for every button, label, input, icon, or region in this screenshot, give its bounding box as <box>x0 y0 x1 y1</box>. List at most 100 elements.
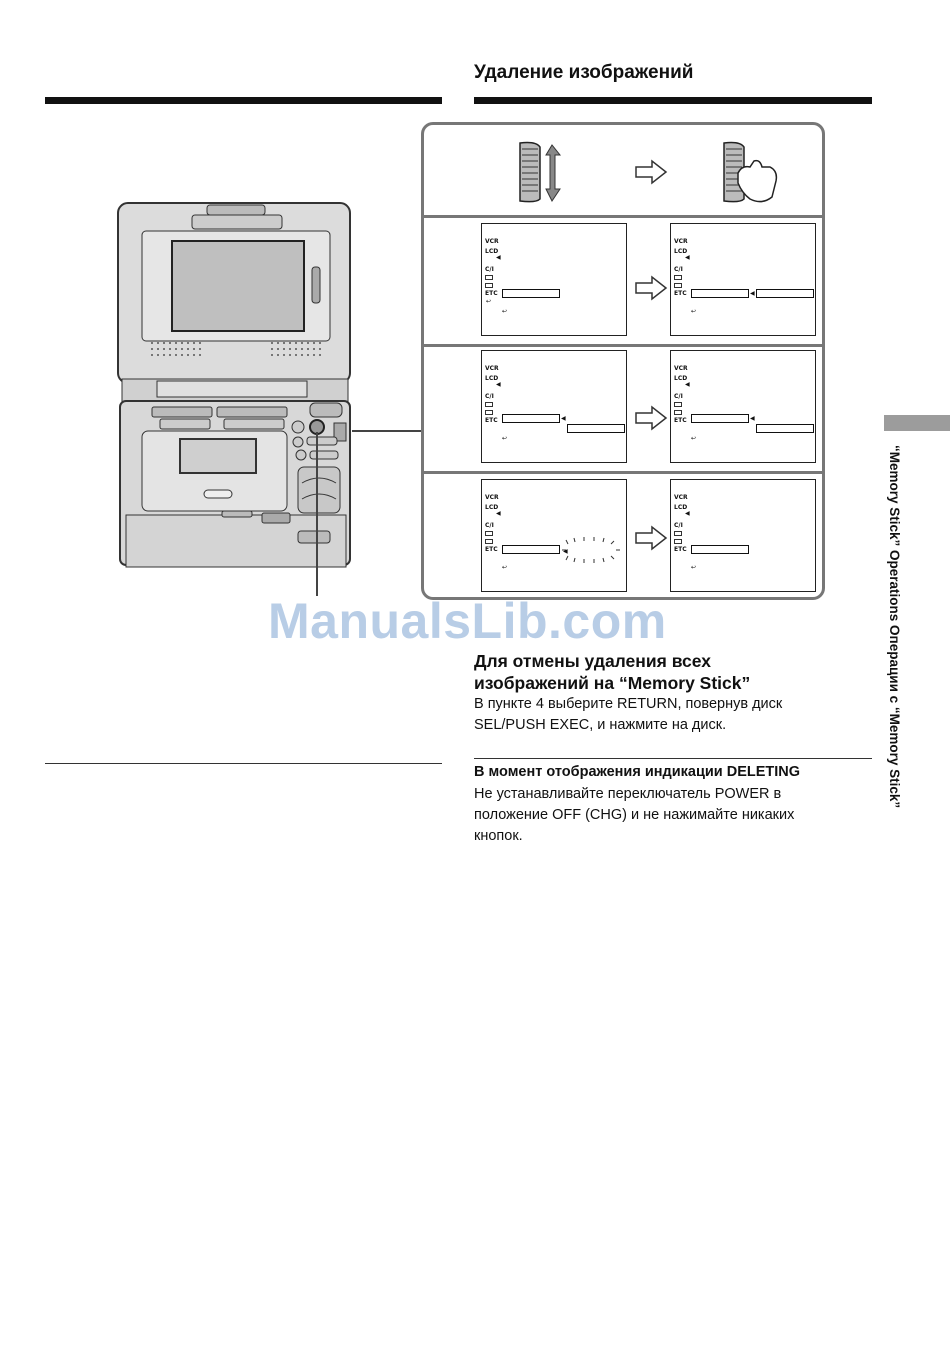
menu-label-lcd: LCD <box>485 504 499 511</box>
tape-icon <box>674 283 682 288</box>
pointer-line <box>316 432 318 596</box>
page-title: Удаление изображений <box>474 62 694 83</box>
menu-label-vcr: VCR <box>485 494 499 501</box>
menu-label-lcd: LCD <box>674 248 688 255</box>
cursor-icon: ◀ <box>750 416 755 422</box>
return-icon: ↩ <box>691 309 697 315</box>
cancel-heading-line: изображений на “Memory Stick” <box>474 673 751 693</box>
menu-label-ci: C/I <box>485 522 494 529</box>
return-icon: ↩ <box>691 436 697 442</box>
memory-icon <box>485 402 493 407</box>
memory-icon <box>485 275 493 280</box>
return-icon: ↩ <box>502 565 508 571</box>
menu-label-lcd: LCD <box>485 248 499 255</box>
memory-icon <box>674 275 682 280</box>
step-divider <box>424 344 822 347</box>
return-icon: ↩ <box>502 436 508 442</box>
cancel-body-line: В пункте 4 выберите RETURN, повернув дис… <box>474 696 783 712</box>
step-divider <box>424 215 822 218</box>
arrow-right-icon <box>635 525 668 551</box>
side-label: “Memory Stick” Operations Операции с “Me… <box>887 445 902 809</box>
right-header-rule <box>474 97 872 104</box>
memory-icon <box>674 402 682 407</box>
menu-label-vcr: VCR <box>485 365 499 372</box>
arrow-right-icon <box>635 159 668 185</box>
memory-icon <box>674 531 682 536</box>
cursor-icon: ◀ <box>561 416 566 422</box>
tape-icon <box>674 410 682 415</box>
menu-screen: VCR LCD ◀ C/I ETC ↩ <box>670 479 816 592</box>
tape-icon <box>485 410 493 415</box>
callout-line <box>352 430 424 432</box>
cancel-body-line: SEL/PUSH EXEC, и нажмите на диск. <box>474 717 727 733</box>
return-icon: ↩ <box>691 565 697 571</box>
menu-item-bar <box>691 545 749 554</box>
submenu-bar <box>756 289 814 298</box>
menu-label-etc: ETC <box>674 290 687 297</box>
menu-label-ci: C/I <box>485 266 494 273</box>
step-divider <box>424 471 822 474</box>
menu-label-etc: ETC <box>485 417 498 424</box>
menu-label-lcd: LCD <box>485 375 499 382</box>
side-tab <box>884 415 950 431</box>
menu-label-vcr: VCR <box>674 238 688 245</box>
menu-item-bar <box>691 414 749 423</box>
tape-icon <box>485 283 493 288</box>
menu-screen: VCR LCD ◀ C/I ETC ↩ ↩ <box>481 223 627 336</box>
menu-label-lcd: LCD <box>674 375 688 382</box>
cursor-icon: ◀ <box>685 511 690 517</box>
menu-item-bar <box>502 289 560 298</box>
left-section-rule <box>45 763 442 764</box>
cursor-icon: ◀ <box>750 291 755 297</box>
arrow-right-icon <box>635 405 668 431</box>
cancel-heading: Для отмены удаления всех изображений на … <box>474 650 874 694</box>
memory-icon <box>485 531 493 536</box>
menu-screen: VCR LCD ◀ C/I ETC ◀ ↩ <box>670 223 816 336</box>
menu-screen: VCR LCD ◀ C/I ETC ◀ ↩ <box>670 350 816 463</box>
device-illustration <box>117 202 351 568</box>
menu-screen: VCR LCD ◀ C/I ETC ◀ ↩ <box>481 350 627 463</box>
deleting-body-line: кнопок. <box>474 828 523 844</box>
tape-icon <box>485 539 493 544</box>
menu-label-ci: C/I <box>674 522 683 529</box>
tape-icon <box>674 539 682 544</box>
watermark: ManualsLib.com <box>268 593 667 649</box>
cursor-icon: ◀ <box>496 511 501 517</box>
cancel-heading-line: Для отмены удаления всех <box>474 651 711 671</box>
right-section-rule <box>474 758 872 759</box>
menu-label-etc: ETC <box>674 546 687 553</box>
menu-screen: VCR LCD ◀ C/I ETC ◀ ↩ <box>481 479 627 592</box>
menu-item-bar <box>502 414 560 423</box>
dial-press-icon <box>723 141 778 203</box>
menu-label-etc: ETC <box>485 546 498 553</box>
menu-item-bar <box>502 545 560 554</box>
blinking-indicator-icon: ◀ <box>562 537 620 563</box>
steps-panel: VCR LCD ◀ C/I ETC ↩ ↩ VCR LCD ◀ C/I ETC … <box>421 122 825 600</box>
cursor-icon: ◀ <box>496 382 501 388</box>
deleting-body-line: Не устанавливайте переключатель POWER в <box>474 786 782 802</box>
menu-item-bar <box>691 289 749 298</box>
menu-label-lcd: LCD <box>674 504 688 511</box>
menu-label-vcr: VCR <box>485 238 499 245</box>
svg-text:◀: ◀ <box>563 549 568 555</box>
menu-label-etc: ETC <box>485 290 498 297</box>
cursor-icon: ◀ <box>496 255 501 261</box>
submenu-bar <box>567 424 625 433</box>
deleting-heading: В момент отображения индикации DELETING <box>474 764 801 780</box>
return-icon: ↩ <box>502 309 508 315</box>
arrow-right-icon <box>635 275 668 301</box>
dial-turn-icon <box>519 141 562 203</box>
return-icon: ↩ <box>486 299 492 305</box>
menu-label-ci: C/I <box>674 266 683 273</box>
left-header-rule <box>45 97 442 104</box>
menu-label-etc: ETC <box>674 417 687 424</box>
menu-label-ci: C/I <box>674 393 683 400</box>
cancel-body: В пункте 4 выберите RETURN, повернув дис… <box>474 694 874 736</box>
deleting-body: Не устанавливайте переключатель POWER в … <box>474 784 874 847</box>
menu-label-ci: C/I <box>485 393 494 400</box>
deleting-body-line: положение OFF (CHG) и не нажимайте никак… <box>474 807 795 823</box>
cursor-icon: ◀ <box>685 255 690 261</box>
cursor-icon: ◀ <box>685 382 690 388</box>
menu-label-vcr: VCR <box>674 494 688 501</box>
menu-label-vcr: VCR <box>674 365 688 372</box>
